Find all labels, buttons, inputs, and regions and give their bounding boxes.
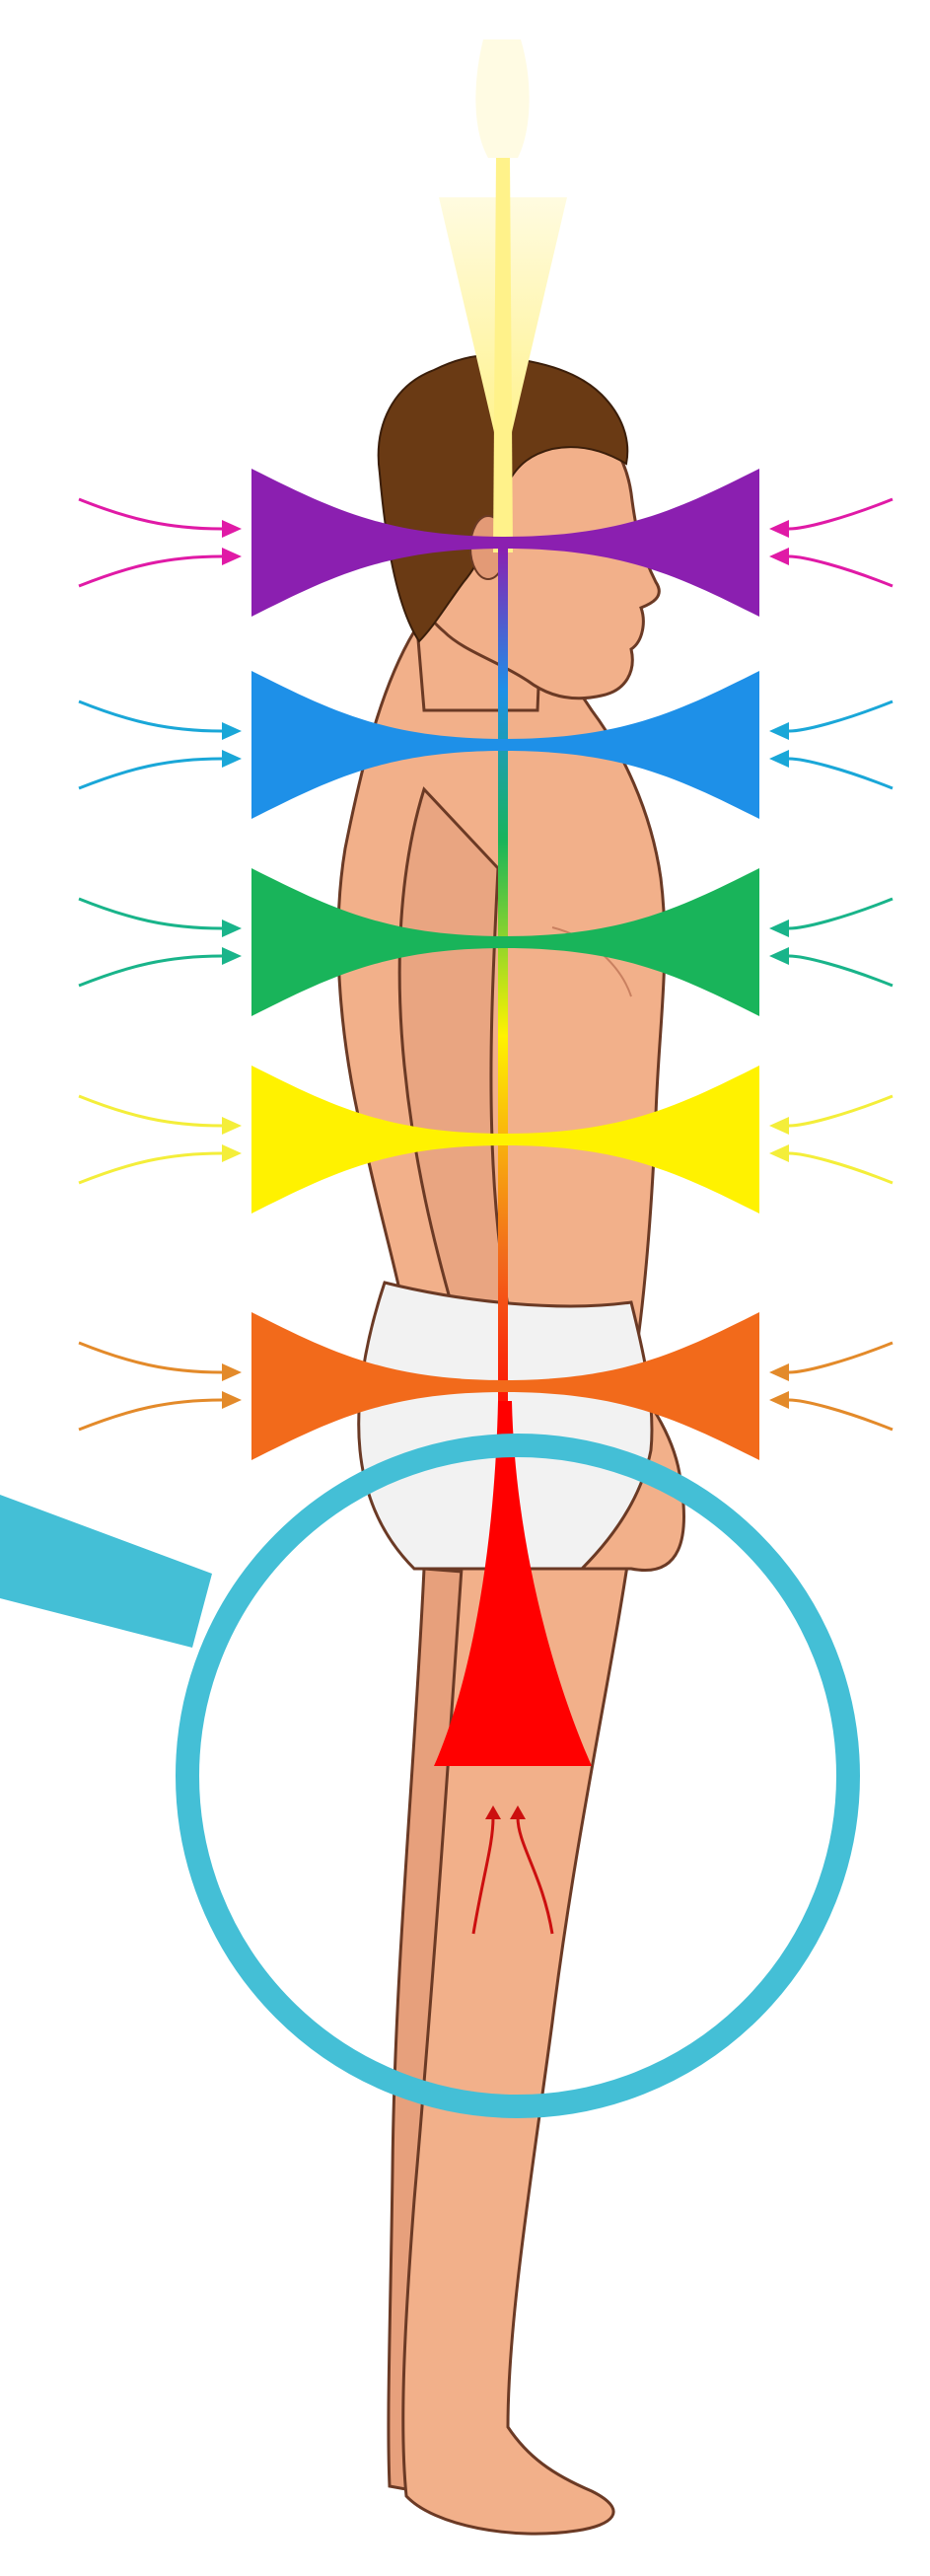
arrow-right-brow (789, 499, 893, 529)
arrowhead-right-throat (769, 722, 789, 740)
arrow-right-heart (789, 899, 893, 928)
arrow-right-solar-plexus (789, 1153, 893, 1183)
magnifier-handle (0, 1495, 212, 1648)
arrowhead-left-heart (222, 920, 242, 937)
arrowhead-right-brow (769, 520, 789, 538)
arrow-left-sacral (79, 1400, 222, 1430)
spine-channel (498, 548, 508, 1435)
arrowhead-right-solar-plexus (769, 1144, 789, 1162)
arrow-right-throat (789, 759, 893, 788)
arrowhead-left-brow (222, 520, 242, 538)
arrowhead-left-brow (222, 548, 242, 565)
arrowhead-right-heart (769, 920, 789, 937)
arrow-left-heart (79, 956, 222, 986)
arrowhead-left-throat (222, 750, 242, 768)
arrowhead-right-solar-plexus (769, 1117, 789, 1135)
arrowhead-left-sacral (222, 1391, 242, 1409)
arrowhead-left-throat (222, 722, 242, 740)
arrow-left-sacral (79, 1343, 222, 1372)
arrow-right-throat (789, 701, 893, 731)
arrow-left-brow (79, 556, 222, 586)
arrow-right-brow (789, 556, 893, 586)
arrow-right-solar-plexus (789, 1096, 893, 1126)
arrow-left-throat (79, 759, 222, 788)
arrowhead-left-solar-plexus (222, 1117, 242, 1135)
crown-stem (493, 158, 513, 552)
arrowhead-right-sacral (769, 1391, 789, 1409)
arrow-right-heart (789, 956, 893, 986)
crown-upper-glow (475, 39, 529, 158)
arrow-left-solar-plexus (79, 1153, 222, 1183)
arrowhead-left-heart (222, 947, 242, 965)
arrow-left-brow (79, 499, 222, 529)
arrowhead-right-brow (769, 548, 789, 565)
arrow-left-solar-plexus (79, 1096, 222, 1126)
arrowhead-left-sacral (222, 1363, 242, 1381)
arrow-left-heart (79, 899, 222, 928)
arrow-right-sacral (789, 1343, 893, 1372)
arrowhead-right-heart (769, 947, 789, 965)
arrowhead-left-solar-plexus (222, 1144, 242, 1162)
arrowhead-right-throat (769, 750, 789, 768)
arrow-left-throat (79, 701, 222, 731)
arrowhead-right-sacral (769, 1363, 789, 1381)
arrow-right-sacral (789, 1400, 893, 1430)
